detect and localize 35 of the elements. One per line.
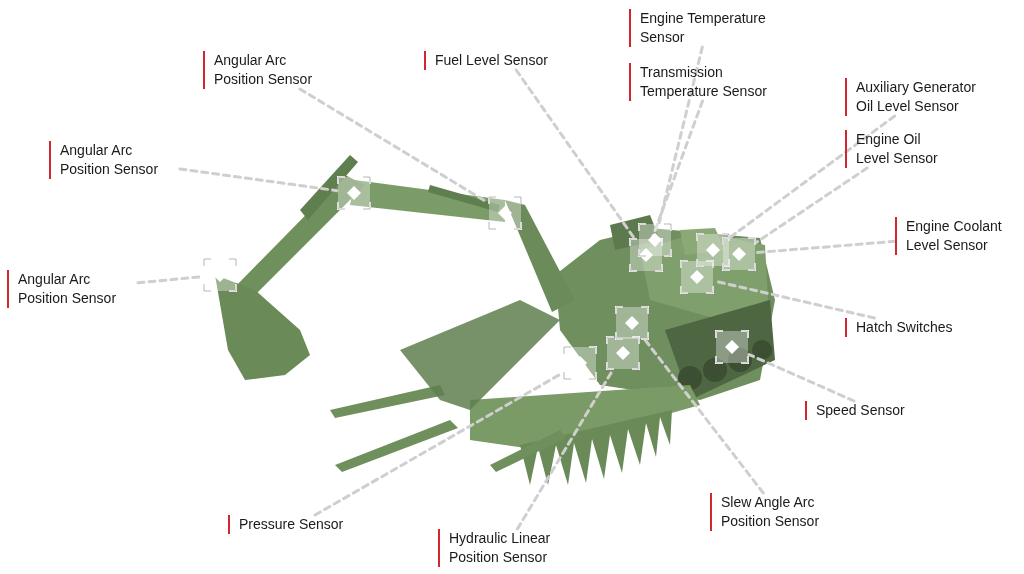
- leader-line: [515, 368, 615, 531]
- leader-line: [178, 167, 339, 193]
- sensor-marker: [337, 176, 371, 210]
- leader-line: [754, 239, 897, 255]
- sensor-marker: [629, 238, 663, 272]
- sensor-marker: [680, 260, 714, 294]
- leader-line: [754, 166, 869, 245]
- sensor-label: Angular Arc Position Sensor: [7, 270, 138, 308]
- sensor-label: Engine Oil Level Sensor: [845, 130, 946, 168]
- sensor-label: Angular Arc Position Sensor: [203, 51, 334, 89]
- leader-line: [514, 68, 636, 240]
- leader-line: [643, 338, 765, 495]
- sensor-marker: [203, 258, 237, 292]
- leader-line: [728, 114, 897, 239]
- sensor-marker: [615, 306, 649, 340]
- sensor-marker: [638, 223, 672, 257]
- sensor-marker: [606, 336, 640, 370]
- leader-line: [657, 45, 704, 225]
- sensor-label: Slew Angle Arc Position Sensor: [710, 493, 846, 531]
- sensor-marker: [715, 330, 749, 364]
- sensor-marker: [488, 196, 522, 230]
- leader-line: [747, 353, 856, 403]
- sensor-label: Angular Arc Position Sensor: [49, 141, 180, 179]
- leader-line: [650, 99, 705, 240]
- sensor-label: Hydraulic Linear Position Sensor: [438, 529, 574, 567]
- sensor-label: Speed Sensor: [805, 401, 946, 420]
- sensor-label: Hatch Switches: [845, 318, 986, 337]
- sensor-label: Pressure Sensor: [228, 515, 369, 534]
- sensor-label: Transmission Temperature Sensor: [629, 63, 790, 101]
- sensor-marker: [722, 237, 756, 271]
- sensor-label: Fuel Level Sensor: [424, 51, 595, 70]
- sensor-label: Auxiliary Generator Oil Level Sensor: [845, 78, 996, 116]
- sensor-marker: [696, 233, 730, 267]
- sensor-label: Engine Coolant Level Sensor: [895, 217, 1024, 255]
- sensor-label: Engine Temperature Sensor: [629, 9, 785, 47]
